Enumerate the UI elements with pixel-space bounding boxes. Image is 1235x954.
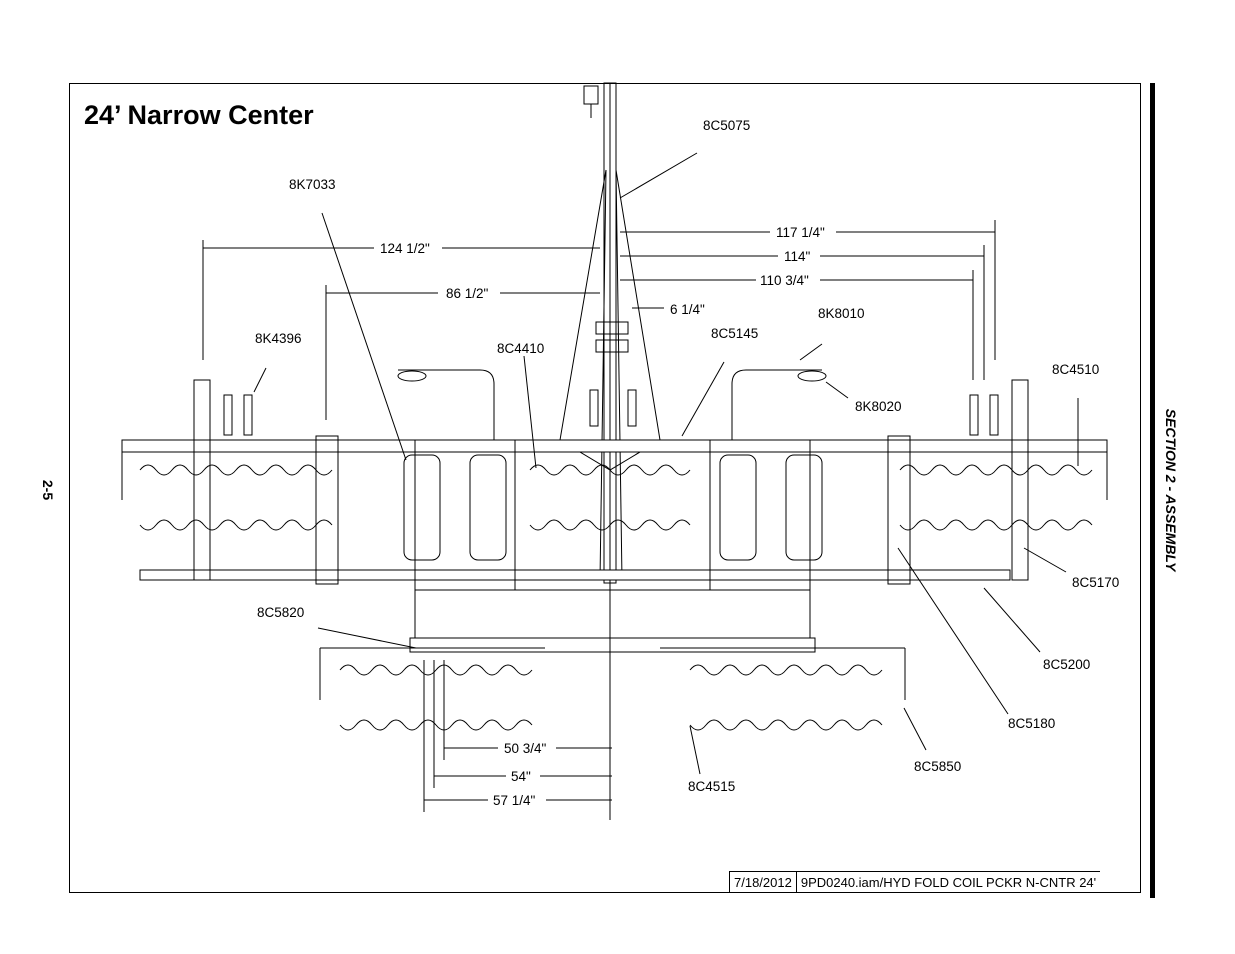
part-label-8c5200: 8C5200 [1043, 657, 1091, 672]
dimension-57-25: 57 1/4" [493, 793, 536, 808]
dimension-117-25: 117 1/4" [776, 225, 825, 240]
margin-rule [1150, 83, 1155, 898]
main-toolbar [121, 379, 1108, 591]
title-block: 7/18/2012 9PD0240.iam/HYD FOLD COIL PCKR… [729, 871, 1101, 893]
dimension-lines [202, 220, 996, 812]
drawing-frame [69, 83, 1141, 893]
part-label-8c5820: 8C5820 [257, 605, 305, 620]
part-label-8k7033: 8K7033 [289, 177, 336, 192]
dimension-6-25: 6 1/4" [670, 302, 705, 317]
part-label-8c5075: 8C5075 [703, 118, 751, 133]
gauge-wheels [397, 369, 827, 561]
part-label-8c4410: 8C4410 [497, 341, 545, 356]
dimension-110-75: 110 3/4" [760, 273, 809, 288]
coil-packers-front [139, 464, 1093, 531]
part-label-8k8010: 8K8010 [818, 306, 865, 321]
part-label-8c5180: 8C5180 [1008, 716, 1056, 731]
leader-lines [253, 152, 1079, 775]
part-label-8c4510: 8C4510 [1052, 362, 1100, 377]
dimension-124-5: 124 1/2" [380, 241, 430, 256]
title-block-file: 9PD0240.iam/HYD FOLD COIL PCKR N-CNTR 24… [800, 875, 1097, 890]
page-number: 2-5 [40, 479, 56, 501]
cylinders [223, 394, 999, 436]
dimension-54: 54" [511, 769, 531, 784]
part-label-8k8020: 8K8020 [855, 399, 902, 414]
part-label-8k4396: 8K4396 [255, 331, 302, 346]
part-label-8c5170: 8C5170 [1072, 575, 1120, 590]
part-label-8c5145: 8C5145 [711, 326, 759, 341]
section-heading: SECTION 2 - ASSEMBLY [1163, 408, 1179, 572]
part-label-8c4515: 8C4515 [688, 779, 736, 794]
page-title: 24’ Narrow Center [84, 100, 314, 130]
part-label-8c5850: 8C5850 [914, 759, 962, 774]
dimension-86-5: 86 1/2" [446, 286, 489, 301]
dimension-50-75: 50 3/4" [504, 741, 547, 756]
dimension-114: 114" [784, 249, 811, 264]
title-block-date: 7/18/2012 [730, 872, 797, 893]
rear-frame [319, 583, 906, 820]
